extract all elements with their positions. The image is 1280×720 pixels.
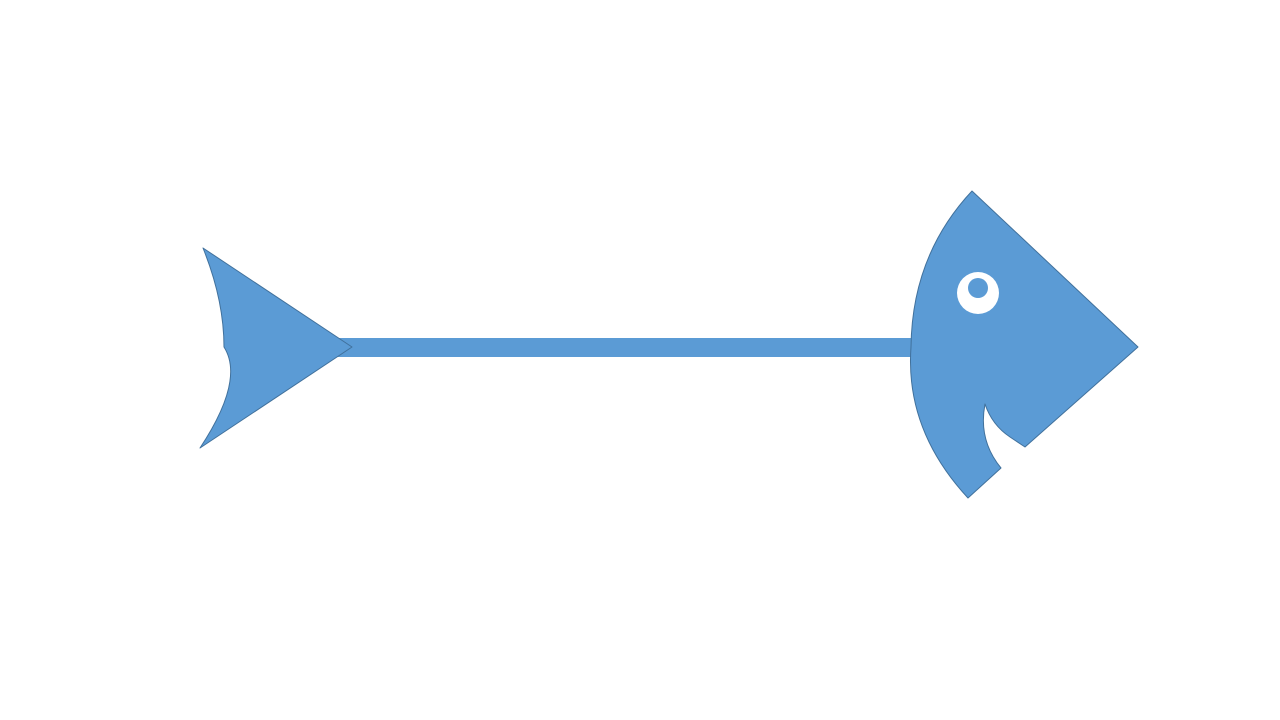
fish-head[interactable] <box>909 190 1139 499</box>
fish-eye-pupil <box>968 278 988 298</box>
fish-spine[interactable] <box>335 338 925 357</box>
fish-tail[interactable] <box>199 247 353 449</box>
